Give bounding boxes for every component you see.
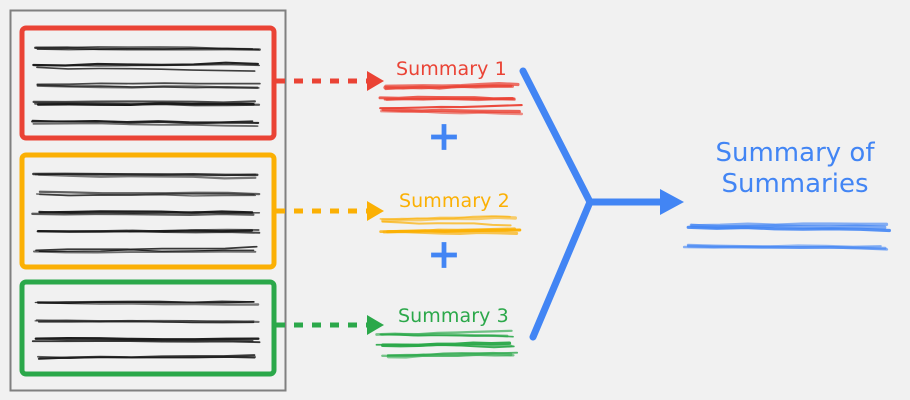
text-line — [34, 319, 260, 324]
text-line — [686, 222, 891, 233]
chunk-box-1[interactable] — [19, 25, 277, 141]
text-line — [32, 61, 260, 72]
plus-sign-vertical-1 — [441, 124, 447, 150]
summary-1-label: Summary 1 — [396, 58, 507, 80]
text-line — [375, 329, 514, 338]
text-line — [379, 104, 524, 116]
text-line — [33, 45, 261, 51]
final-summary-line-1: Summary of — [715, 138, 875, 168]
text-line — [34, 300, 260, 306]
text-line — [32, 245, 258, 254]
text-line — [37, 354, 256, 360]
text-line — [383, 81, 520, 91]
text-line — [378, 95, 516, 102]
summary-2-label: Summary 2 — [399, 190, 510, 212]
chunk-box-2[interactable] — [19, 152, 277, 270]
chunk-arrowhead-2 — [367, 201, 384, 221]
text-line — [381, 351, 519, 359]
merge-branch-bottom — [529, 198, 594, 341]
merge-arrowhead — [660, 189, 684, 215]
text-line — [379, 227, 522, 235]
chunk-arrowhead-3 — [367, 315, 384, 335]
final-summary-label: Summary of Summaries — [700, 138, 890, 199]
summary-3-label: Summary 3 — [398, 305, 509, 327]
text-line — [36, 228, 261, 234]
text-line — [36, 190, 261, 197]
final-summary-line-2: Summaries — [721, 168, 869, 199]
text-line — [32, 172, 259, 180]
text-line — [31, 119, 260, 128]
text-line — [379, 215, 518, 227]
chunk-box-3[interactable] — [19, 279, 277, 377]
merge-branch-top — [519, 67, 594, 206]
chunk-arrowhead-1 — [367, 71, 384, 91]
source-document-frame — [9, 9, 287, 392]
text-line — [32, 100, 261, 107]
text-line — [682, 243, 889, 251]
text-line — [31, 210, 261, 216]
text-line — [36, 82, 261, 89]
text-line — [31, 336, 261, 344]
text-line — [375, 341, 515, 349]
plus-sign-vertical-2 — [441, 242, 447, 268]
